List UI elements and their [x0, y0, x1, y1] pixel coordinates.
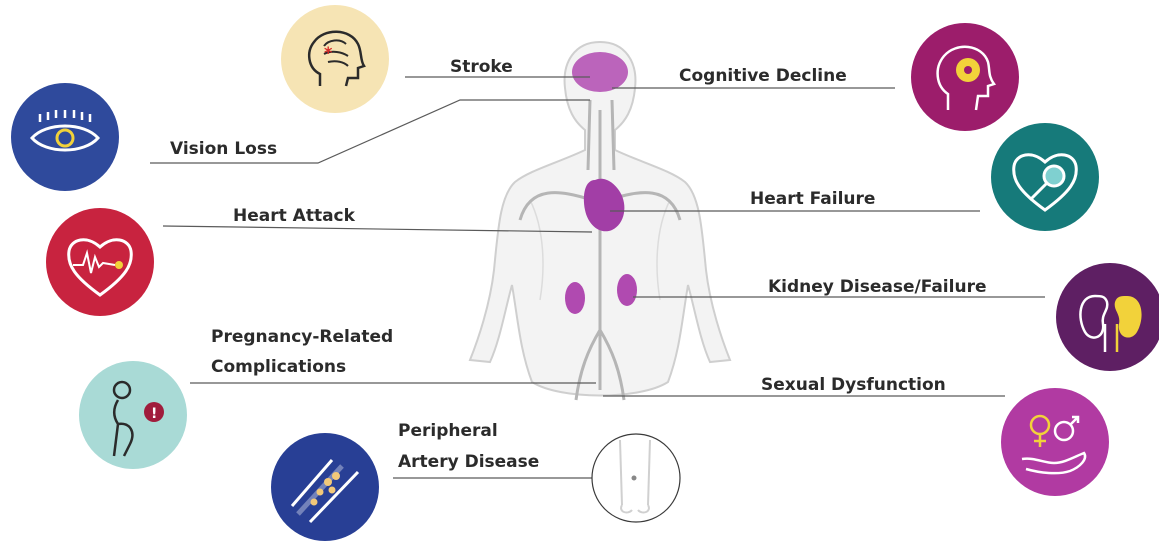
artery-plaque-icon [270, 432, 380, 542]
gender-symbols-hand-icon [1000, 387, 1110, 497]
feet-inset [592, 434, 680, 522]
pad-label-line1: Peripheral [398, 418, 498, 444]
heart-attack-label: Heart Attack [233, 203, 355, 229]
pregnant-woman-icon: ! [78, 360, 188, 470]
vision-loss-label: Vision Loss [170, 136, 277, 162]
pregnancy-label-line2: Complications [211, 354, 346, 380]
svg-text:*: * [324, 43, 333, 62]
left-kidney [565, 282, 585, 314]
heart-pulse-icon [45, 207, 155, 317]
kidney-disease-label: Kidney Disease/Failure [768, 274, 986, 300]
head-puzzle-icon [910, 22, 1020, 132]
brain-stroke-icon: * [280, 4, 390, 114]
sexual-dysfunction-label: Sexual Dysfunction [761, 372, 946, 398]
pregnancy-label-line1: Pregnancy-Related [211, 324, 393, 350]
svg-text:!: ! [151, 406, 157, 422]
brain [572, 52, 628, 92]
stroke-label: Stroke [450, 54, 513, 80]
pad-label-line2: Artery Disease [398, 449, 539, 475]
kidney-icon [1055, 262, 1159, 372]
heart-failure-label: Heart Failure [750, 186, 875, 212]
heart-magnifier-icon [990, 122, 1100, 232]
right-kidney [617, 274, 637, 306]
eye-icon [10, 82, 120, 192]
cognitive-decline-label: Cognitive Decline [679, 63, 847, 89]
